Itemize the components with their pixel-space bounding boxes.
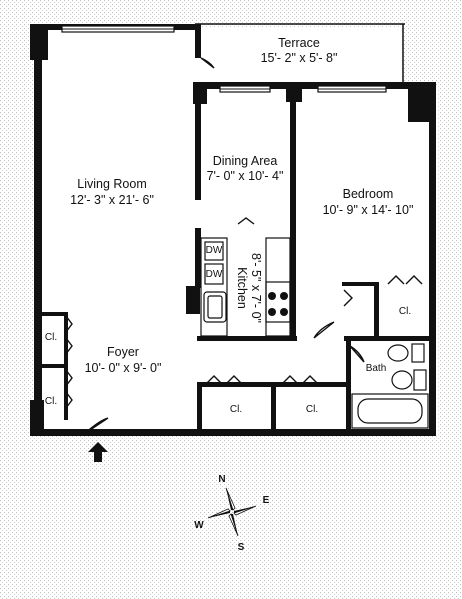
compass-west: W bbox=[194, 520, 204, 531]
terrace-outline bbox=[195, 23, 405, 84]
bath-fixtures bbox=[351, 343, 429, 429]
bedroom-dims: 10'- 9" x 14'- 10" bbox=[323, 203, 414, 217]
room-labels: Terrace 15'- 2" x 5'- 8" Living Room 12'… bbox=[45, 36, 414, 415]
dishwasher-label: DW bbox=[206, 245, 223, 256]
windows bbox=[61, 25, 387, 93]
living-room-name: Living Room bbox=[77, 177, 146, 191]
doors bbox=[65, 57, 423, 435]
foyer-name: Foyer bbox=[107, 345, 139, 359]
terrace-name: Terrace bbox=[278, 36, 320, 50]
foyer-dims: 10'- 0" x 9'- 0" bbox=[85, 361, 162, 375]
terrace-dims: 15'- 2" x 5'- 8" bbox=[261, 51, 338, 65]
dining-area-name: Dining Area bbox=[213, 154, 278, 168]
closet-label-foyer-bottom: Cl. bbox=[45, 396, 57, 407]
kitchen-name: Kitchen bbox=[235, 267, 249, 309]
living-room-dims: 12'- 3" x 21'- 6" bbox=[70, 193, 154, 207]
dining-area-dims: 7'- 0" x 10'- 4" bbox=[207, 169, 284, 183]
bath-name: Bath bbox=[366, 363, 387, 374]
kitchen-fixtures bbox=[200, 237, 291, 337]
kitchen-dims: 8'- 5" x 7'- 0" bbox=[249, 253, 263, 323]
closet-label-bedroom: Cl. bbox=[399, 306, 411, 317]
compass-east: E bbox=[263, 495, 270, 506]
compass-south: S bbox=[238, 542, 245, 553]
closet-label-foyer-top: Cl. bbox=[45, 332, 57, 343]
stove-burners bbox=[268, 292, 288, 316]
bedroom-name: Bedroom bbox=[343, 187, 394, 201]
closet-label-hall-right: Cl. bbox=[306, 404, 318, 415]
interior-walls bbox=[40, 88, 436, 432]
compass-rose: N E S W bbox=[194, 474, 269, 553]
entry-arrow bbox=[88, 442, 108, 462]
dishwasher-label-2: DW bbox=[206, 269, 223, 280]
closet-label-hall-left: Cl. bbox=[230, 404, 242, 415]
compass-north: N bbox=[218, 474, 225, 485]
